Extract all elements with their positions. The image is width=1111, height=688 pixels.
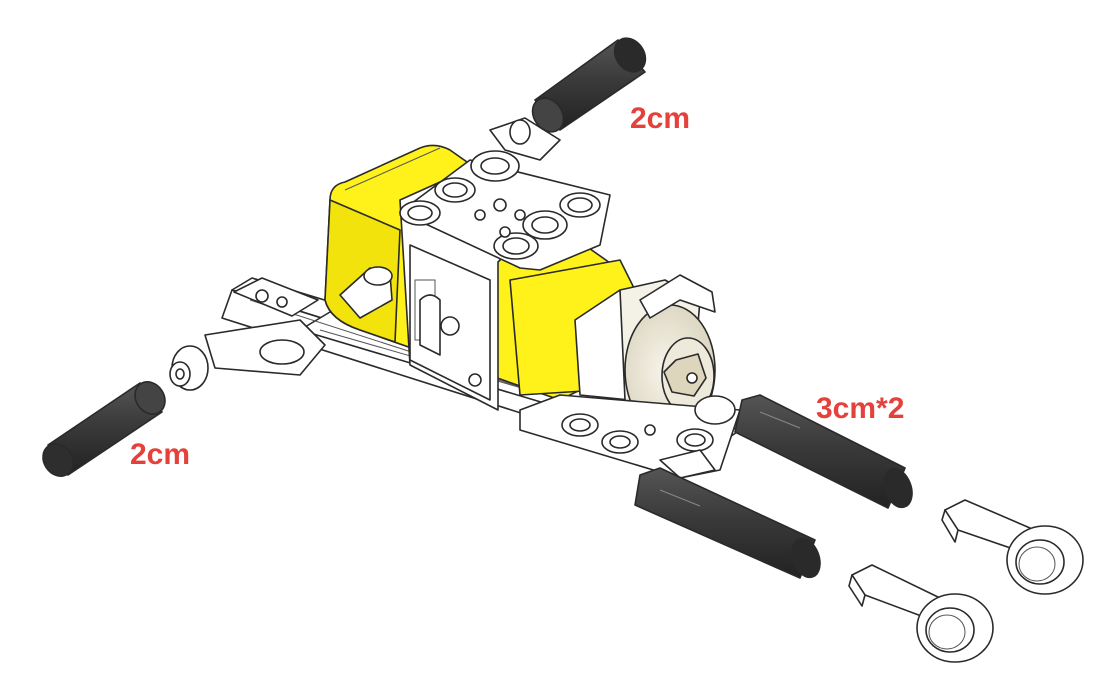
left-connector bbox=[169, 277, 326, 391]
motor-end-cap bbox=[574, 274, 716, 436]
label-axle-long: 3cm*2 bbox=[816, 392, 904, 425]
crank-arm-upper bbox=[941, 499, 1084, 595]
label-axle-left: 2cm bbox=[130, 438, 190, 471]
label-axle-top: 2cm bbox=[630, 102, 690, 135]
axle-long-front bbox=[634, 467, 821, 579]
axle-long-rear bbox=[734, 394, 913, 509]
axle-top bbox=[531, 37, 647, 133]
top-beam bbox=[399, 117, 611, 271]
crank-arm-lower bbox=[848, 564, 994, 663]
axle-left bbox=[42, 381, 166, 477]
front-beam bbox=[519, 394, 741, 479]
